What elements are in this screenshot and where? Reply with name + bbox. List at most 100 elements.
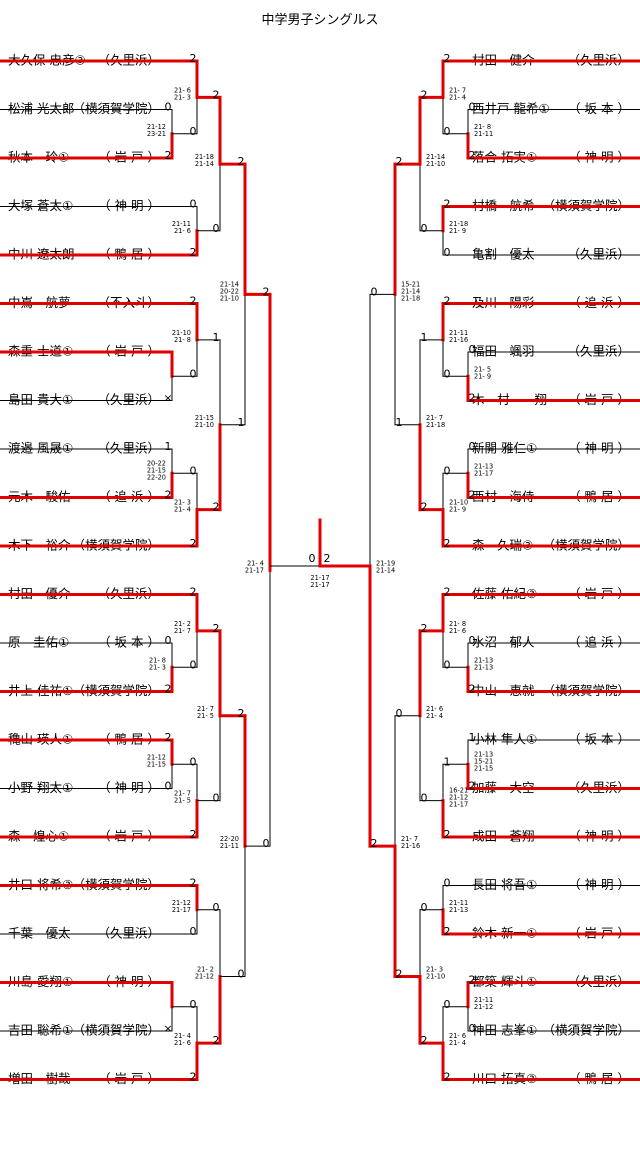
game-score: 21- 4 xyxy=(426,712,443,720)
player-name: 渡邉 風晟① xyxy=(8,441,73,456)
game-score: 21- 8 xyxy=(149,656,166,664)
game-score: 21- 6 xyxy=(174,227,191,235)
set-score: 2 xyxy=(165,683,172,696)
game-score: 21- 6 xyxy=(174,1039,191,1047)
player-team: （ 坂 本 ） xyxy=(98,635,160,650)
player-name: 長田 将吾① xyxy=(472,877,537,892)
player-name: 小野 翔太① xyxy=(8,780,73,795)
final-score: 0 xyxy=(309,552,316,565)
set-score: 0 xyxy=(190,658,197,671)
set-score: 0 xyxy=(190,998,197,1011)
set-score: 2 xyxy=(396,155,403,168)
set-score: 0 xyxy=(371,285,378,298)
set-score: 2 xyxy=(469,974,476,987)
set-score: 0 xyxy=(213,792,220,805)
game-score: 21-12 xyxy=(195,972,214,980)
set-score: 2 xyxy=(190,877,197,890)
game-score: 21-14 xyxy=(195,160,214,168)
game-score: 21- 5 xyxy=(474,365,491,373)
game-score: 21- 8 xyxy=(449,620,466,628)
player-team: （ 神 明 ） xyxy=(568,877,630,892)
game-score: 21-11 xyxy=(172,220,191,228)
set-score: 0 xyxy=(165,101,172,114)
game-score: 21-13 xyxy=(474,750,493,758)
game-score: 21- 9 xyxy=(474,372,491,380)
game-score: 21-17 xyxy=(474,469,493,477)
game-score: 21-14 xyxy=(426,153,445,161)
set-score: 2 xyxy=(444,198,451,211)
set-score: 0 xyxy=(421,901,428,914)
set-score: 1 xyxy=(165,440,172,453)
set-score: 2 xyxy=(444,52,451,65)
set-score: 2 xyxy=(444,828,451,841)
set-score: 0 xyxy=(165,634,172,647)
game-score: 21-17 xyxy=(245,566,264,574)
player-name: 福田 颯羽 xyxy=(472,344,535,359)
set-score: 0 xyxy=(469,101,476,114)
set-score: 0 xyxy=(190,198,197,211)
game-score: 21-10 xyxy=(426,972,445,980)
set-score: 2 xyxy=(444,925,451,938)
player-team: （久里浜） xyxy=(97,441,160,456)
game-score: 21- 7 xyxy=(401,835,418,843)
player-team: （横須賀学院） xyxy=(72,101,160,116)
game-score: 21- 7 xyxy=(197,705,214,713)
game-score: 15-21 xyxy=(401,280,420,288)
game-score: 21- 8 xyxy=(474,123,491,131)
set-score: 0 xyxy=(190,367,197,380)
set-score: 2 xyxy=(263,285,270,298)
set-score: 0 xyxy=(444,125,451,138)
set-score: 0 xyxy=(190,464,197,477)
game-score: 21- 7 xyxy=(426,414,443,422)
set-score: 2 xyxy=(371,837,378,850)
game-score: 21-11 xyxy=(449,899,468,907)
game-score: 21-10 xyxy=(220,294,239,302)
set-score: 1 xyxy=(213,331,220,344)
game-score: 21- 2 xyxy=(197,965,214,973)
set-score: 1 xyxy=(444,755,451,768)
game-score: 21-13 xyxy=(449,906,468,914)
final-game-score: 21-17 xyxy=(310,574,329,582)
game-score: 21-19 xyxy=(376,559,395,567)
game-score: 21- 4 xyxy=(449,93,466,101)
set-score: 2 xyxy=(469,780,476,793)
set-score: 0 xyxy=(469,634,476,647)
set-score: 0 xyxy=(444,464,451,477)
set-score: 2 xyxy=(190,828,197,841)
game-score: 21-11 xyxy=(474,130,493,138)
set-score: 2 xyxy=(165,489,172,502)
player-name: 松浦 光太郎 xyxy=(8,101,74,116)
game-score: 16-21 xyxy=(449,787,468,795)
game-score: 21-11 xyxy=(220,842,239,850)
set-score: 2 xyxy=(190,52,197,65)
set-score: 2 xyxy=(165,731,172,744)
player-team: （ 追 浜 ） xyxy=(568,635,630,650)
set-score: 2 xyxy=(396,967,403,980)
set-score: 2 xyxy=(421,88,428,101)
game-score: 21-10 xyxy=(195,421,214,429)
game-score: 21-14 xyxy=(376,566,395,574)
set-score: 2 xyxy=(213,1034,220,1047)
game-score: 22-20 xyxy=(220,835,239,843)
set-score: 1 xyxy=(421,331,428,344)
set-score: 2 xyxy=(190,1071,197,1084)
player-name: 島田 貴大① xyxy=(8,392,73,407)
set-score: 2 xyxy=(469,683,476,696)
set-score: 2 xyxy=(213,622,220,635)
set-score: 0 xyxy=(213,901,220,914)
game-score: 21-10 xyxy=(172,329,191,337)
set-score: 0 xyxy=(469,1022,476,1035)
game-score: 21-18 xyxy=(195,153,214,161)
game-score: 21-13 xyxy=(474,656,493,664)
game-score: 20-22 xyxy=(220,287,239,295)
player-team: （久里浜） xyxy=(97,926,160,941)
game-score: 21- 8 xyxy=(174,336,191,344)
set-score: 2 xyxy=(213,88,220,101)
game-score: 21-11 xyxy=(474,996,493,1004)
set-score: 2 xyxy=(444,295,451,308)
set-score: 1 xyxy=(469,731,476,744)
set-score: 0 xyxy=(444,246,451,259)
game-score: 21-10 xyxy=(449,499,468,507)
game-score: 21-14 xyxy=(401,287,420,295)
set-score: 2 xyxy=(444,586,451,599)
